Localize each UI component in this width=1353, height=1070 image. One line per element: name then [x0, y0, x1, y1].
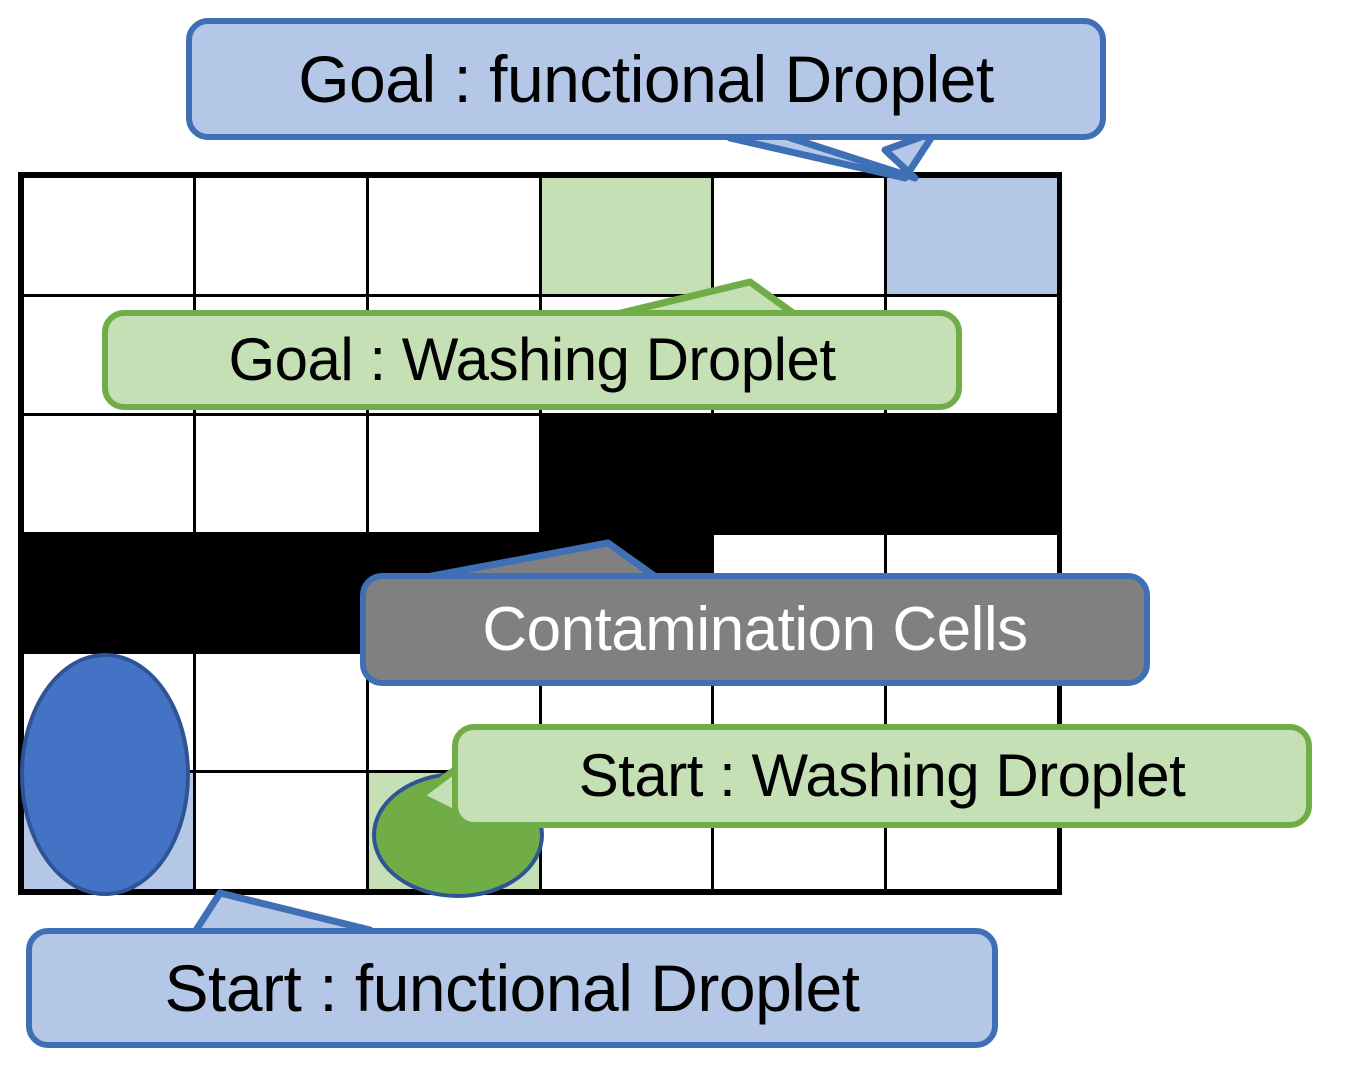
- callout-start-washing-droplet[interactable]: Start : Washing Droplet: [452, 724, 1312, 828]
- grid-cell-r0-c0: [20, 174, 197, 297]
- callout-goal-functional-droplet[interactable]: Goal : functional Droplet: [186, 18, 1106, 140]
- grid-cell-r2-c3: [538, 412, 715, 535]
- grid-cell-r0-c2: [365, 174, 542, 297]
- grid-cell-r4-c1: [193, 651, 369, 774]
- grid-cell-r2-c4: [711, 412, 887, 535]
- grid-cell-r0-c5: [883, 174, 1060, 297]
- callout-start-washing-label: Start : Washing Droplet: [578, 742, 1186, 809]
- grid-cell-r3-c1: [193, 531, 369, 655]
- callout-goal-washing-label: Goal : Washing Droplet: [228, 326, 836, 393]
- callout-goal-washing-droplet[interactable]: Goal : Washing Droplet: [102, 310, 962, 410]
- grid-cell-r5-c1: [193, 770, 369, 893]
- grid-cell-r2-c0: [20, 412, 197, 535]
- callout-goal-functional-label: Goal : functional Droplet: [298, 42, 994, 116]
- grid-cell-r0-c4: [711, 174, 887, 297]
- grid-cell-r2-c5: [883, 412, 1060, 535]
- grid-cell-r0-c1: [193, 174, 369, 297]
- grid-cell-r3-c0: [20, 531, 197, 655]
- grid-cell-r2-c2: [365, 412, 542, 535]
- grid-cell-r2-c1: [193, 412, 369, 535]
- grid-cell-r0-c3: [538, 174, 715, 297]
- functional-droplet: [20, 653, 190, 896]
- callout-contamination-label: Contamination Cells: [482, 594, 1028, 664]
- callout-contamination-cells[interactable]: Contamination Cells: [360, 573, 1150, 686]
- callout-start-functional-label: Start : functional Droplet: [164, 951, 860, 1025]
- callout-start-functional-droplet[interactable]: Start : functional Droplet: [26, 928, 998, 1048]
